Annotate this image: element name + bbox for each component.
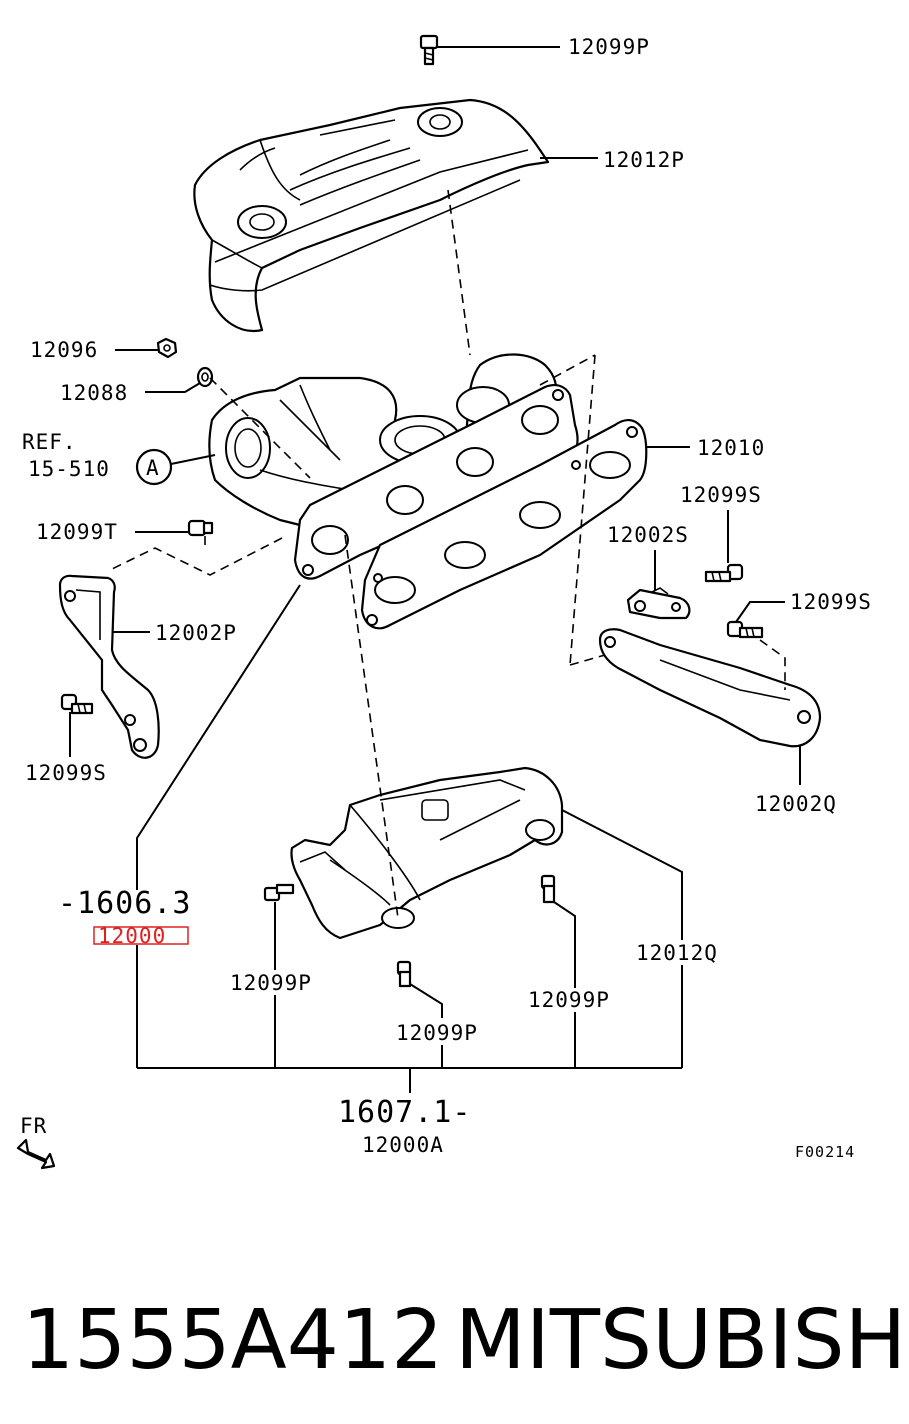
label-assembly-part: 12000A — [362, 1133, 444, 1157]
lower-heat-shield — [290, 766, 564, 940]
label-bolt-bottom-right: 12099P — [528, 988, 610, 1012]
label-ref-line2: 15-510 — [28, 457, 110, 481]
bolt-bottom-right — [540, 874, 556, 904]
label-bolt-left: 12099S — [25, 761, 107, 785]
highlight-box — [93, 926, 189, 945]
label-upper-heat-shield: 12012P — [603, 148, 685, 172]
bolt-left — [60, 693, 94, 715]
nut — [156, 337, 178, 359]
label-bolt-top: 12099P — [568, 35, 650, 59]
manifold-gasket — [360, 419, 648, 630]
label-bolt-bottom-mid: 12099P — [396, 1021, 478, 1045]
front-arrow-icon — [16, 1138, 56, 1170]
label-nut: 12096 — [30, 338, 98, 362]
bracket-right — [598, 628, 822, 748]
label-bolt-right-top: 12099S — [680, 483, 762, 507]
label-washer: 12088 — [60, 381, 128, 405]
bracket-small — [626, 587, 691, 620]
bolt-bottom-mid — [396, 960, 412, 988]
label-gasket: 12010 — [697, 436, 765, 460]
label-lower-heat-shield: 12012Q — [636, 941, 718, 965]
label-bracket-small: 12002S — [607, 523, 689, 547]
label-manifold-part: 12000 — [98, 924, 166, 948]
label-bolt-bottom-left: 12099P — [230, 971, 312, 995]
ref-marker — [135, 448, 173, 486]
bolt-right-top — [704, 563, 744, 583]
label-bolt-right-mid: 12099S — [790, 590, 872, 614]
label-ref-line1: REF. — [22, 430, 77, 454]
label-ref-manifold: -1606.3 — [58, 886, 191, 921]
label-bracket-right: 12002Q — [755, 792, 837, 816]
caption-part-number: 1555A412 — [22, 1293, 443, 1388]
label-front-indicator: FR — [20, 1114, 47, 1138]
label-ref-assembly: 1607.1- — [338, 1095, 471, 1130]
label-figure-code: F00214 — [795, 1143, 855, 1161]
caption-brand: MITSUBISHI — [455, 1293, 909, 1388]
label-stud-left: 12099T — [36, 520, 118, 544]
label-ref-marker: A — [146, 456, 160, 480]
bolt-right-mid — [726, 620, 764, 639]
stud-left — [187, 519, 214, 537]
bracket-left — [58, 574, 160, 759]
upper-heat-shield — [193, 98, 550, 333]
label-bracket-left: 12002P — [155, 621, 237, 645]
bolt-top — [419, 34, 439, 66]
washer — [196, 366, 214, 388]
bolt-bottom-left — [263, 883, 295, 902]
